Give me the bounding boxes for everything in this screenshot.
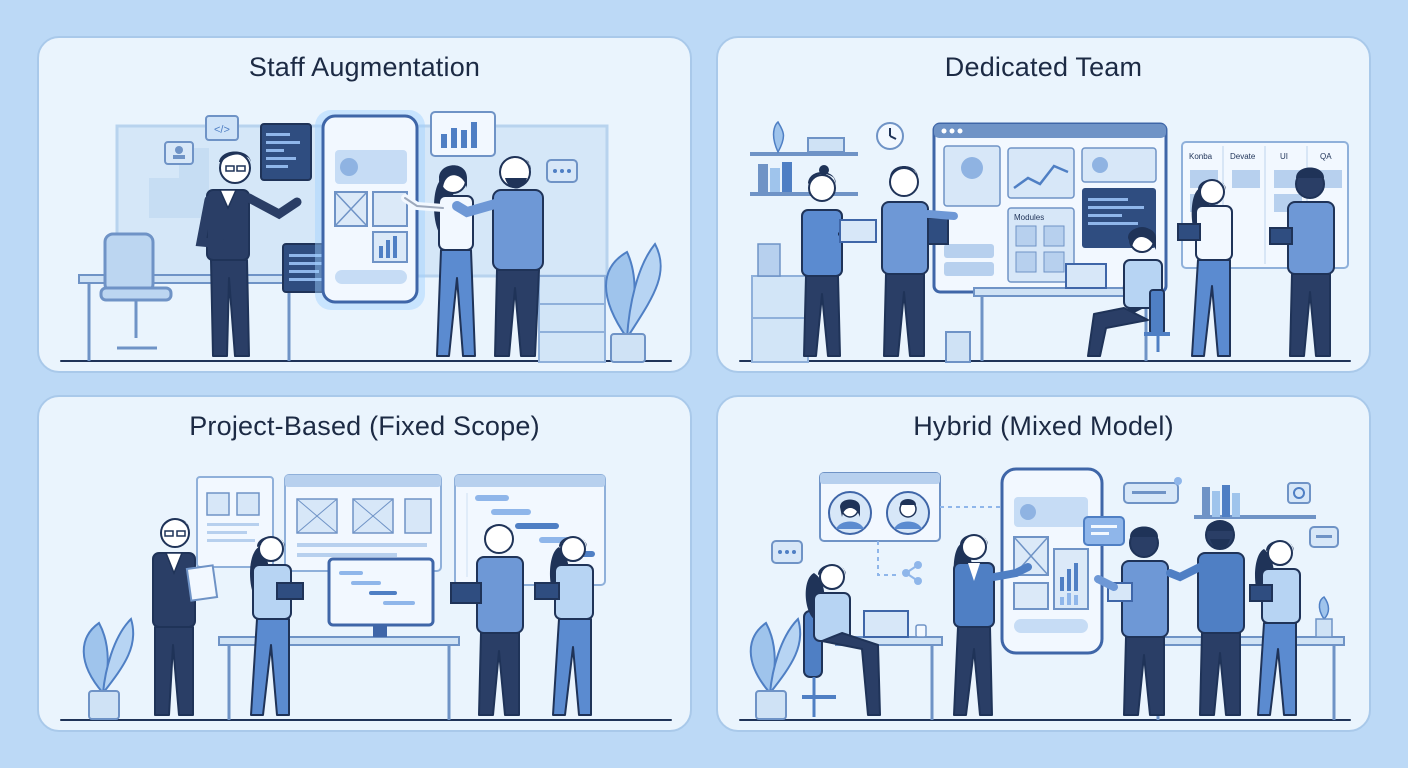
- dashboard-monitor: Modules: [932, 122, 1168, 294]
- code-tag-icon: </>: [205, 115, 239, 141]
- panel-title: Staff Augmentation: [248, 52, 481, 82]
- trash-bin: [945, 331, 971, 363]
- person-bearded-man: [452, 156, 544, 357]
- share-network-icon: [902, 561, 922, 585]
- board-col-3: UI: [1280, 152, 1288, 161]
- person-woman-right: [1249, 540, 1301, 716]
- person-woman-pointing: [401, 165, 476, 357]
- person-bearded-man: [1166, 520, 1245, 716]
- potted-plant: [605, 242, 662, 363]
- smartphone-app: [1000, 467, 1104, 655]
- board-col-4: QA: [1320, 152, 1332, 161]
- person-woman-tablet: [1177, 179, 1233, 357]
- video-call-window: [819, 472, 941, 542]
- panel-hybrid: Hybrid (Mixed Model): [716, 395, 1371, 732]
- person-man-tablet: [881, 166, 958, 357]
- wireframe-window: [284, 474, 442, 572]
- person-woman-tablet: [250, 536, 304, 716]
- gear-icon: [1287, 482, 1311, 504]
- potted-plant: [82, 617, 135, 720]
- clock-icon: [876, 122, 904, 150]
- person-seated-woman: [802, 564, 881, 717]
- staff-augmentation-illustration: </>: [60, 110, 672, 363]
- user-chat-icon: [164, 141, 194, 165]
- hybrid-illustration: [739, 467, 1351, 721]
- person-seated-woman: [1065, 227, 1170, 357]
- person-man-suit: [152, 518, 219, 716]
- chart-bubble: [430, 111, 496, 157]
- person-man-tablet: [1094, 526, 1169, 716]
- person-woman-presenting: [953, 534, 1032, 716]
- panel-title: Project-Based (Fixed Scope): [189, 411, 540, 441]
- wall-shelves: [750, 120, 858, 196]
- board-col-1: Konba: [1189, 152, 1213, 161]
- person-man-right: [1269, 167, 1335, 357]
- smartphone-app: [315, 110, 425, 310]
- project-based-illustration: [60, 474, 672, 721]
- potted-plant: [749, 617, 802, 720]
- modules-label: Modules: [1014, 213, 1044, 222]
- wall-shelf: [1194, 482, 1316, 519]
- person-woman-laptop: [801, 165, 877, 357]
- chat-bubble-icon: [771, 540, 803, 564]
- chat-bubble-icon: [546, 159, 578, 183]
- desktop-monitor: [327, 557, 435, 637]
- laptop: [863, 610, 909, 638]
- board-col-2: Devate: [1230, 152, 1256, 161]
- office-chair: [99, 232, 173, 350]
- panel-title: Dedicated Team: [944, 52, 1143, 82]
- dedicated-team-illustration: Modules Konba Devate UI QA: [739, 120, 1351, 363]
- chat-bubble-icon: [1309, 526, 1339, 548]
- notification-bubble: [1123, 477, 1182, 504]
- person-man-suit: [195, 151, 302, 357]
- person-woman-right: [534, 536, 594, 716]
- panel-staff-augmentation: </>: [37, 36, 692, 373]
- panel-dedicated-team: Modules Konba Devate UI QA: [716, 36, 1371, 373]
- small-plant: [1315, 596, 1333, 638]
- panel-title: Hybrid (Mixed Model): [913, 411, 1174, 441]
- message-bubble: [1083, 516, 1125, 546]
- file-cabinet: [538, 275, 606, 363]
- svg-text:</>: </>: [214, 124, 230, 136]
- document-page: [196, 476, 274, 568]
- person-man-tablet: [450, 524, 524, 716]
- code-window: [260, 123, 312, 181]
- coffee-mug: [915, 624, 927, 638]
- panel-project-based: Project-Based (Fixed Scope): [37, 395, 692, 732]
